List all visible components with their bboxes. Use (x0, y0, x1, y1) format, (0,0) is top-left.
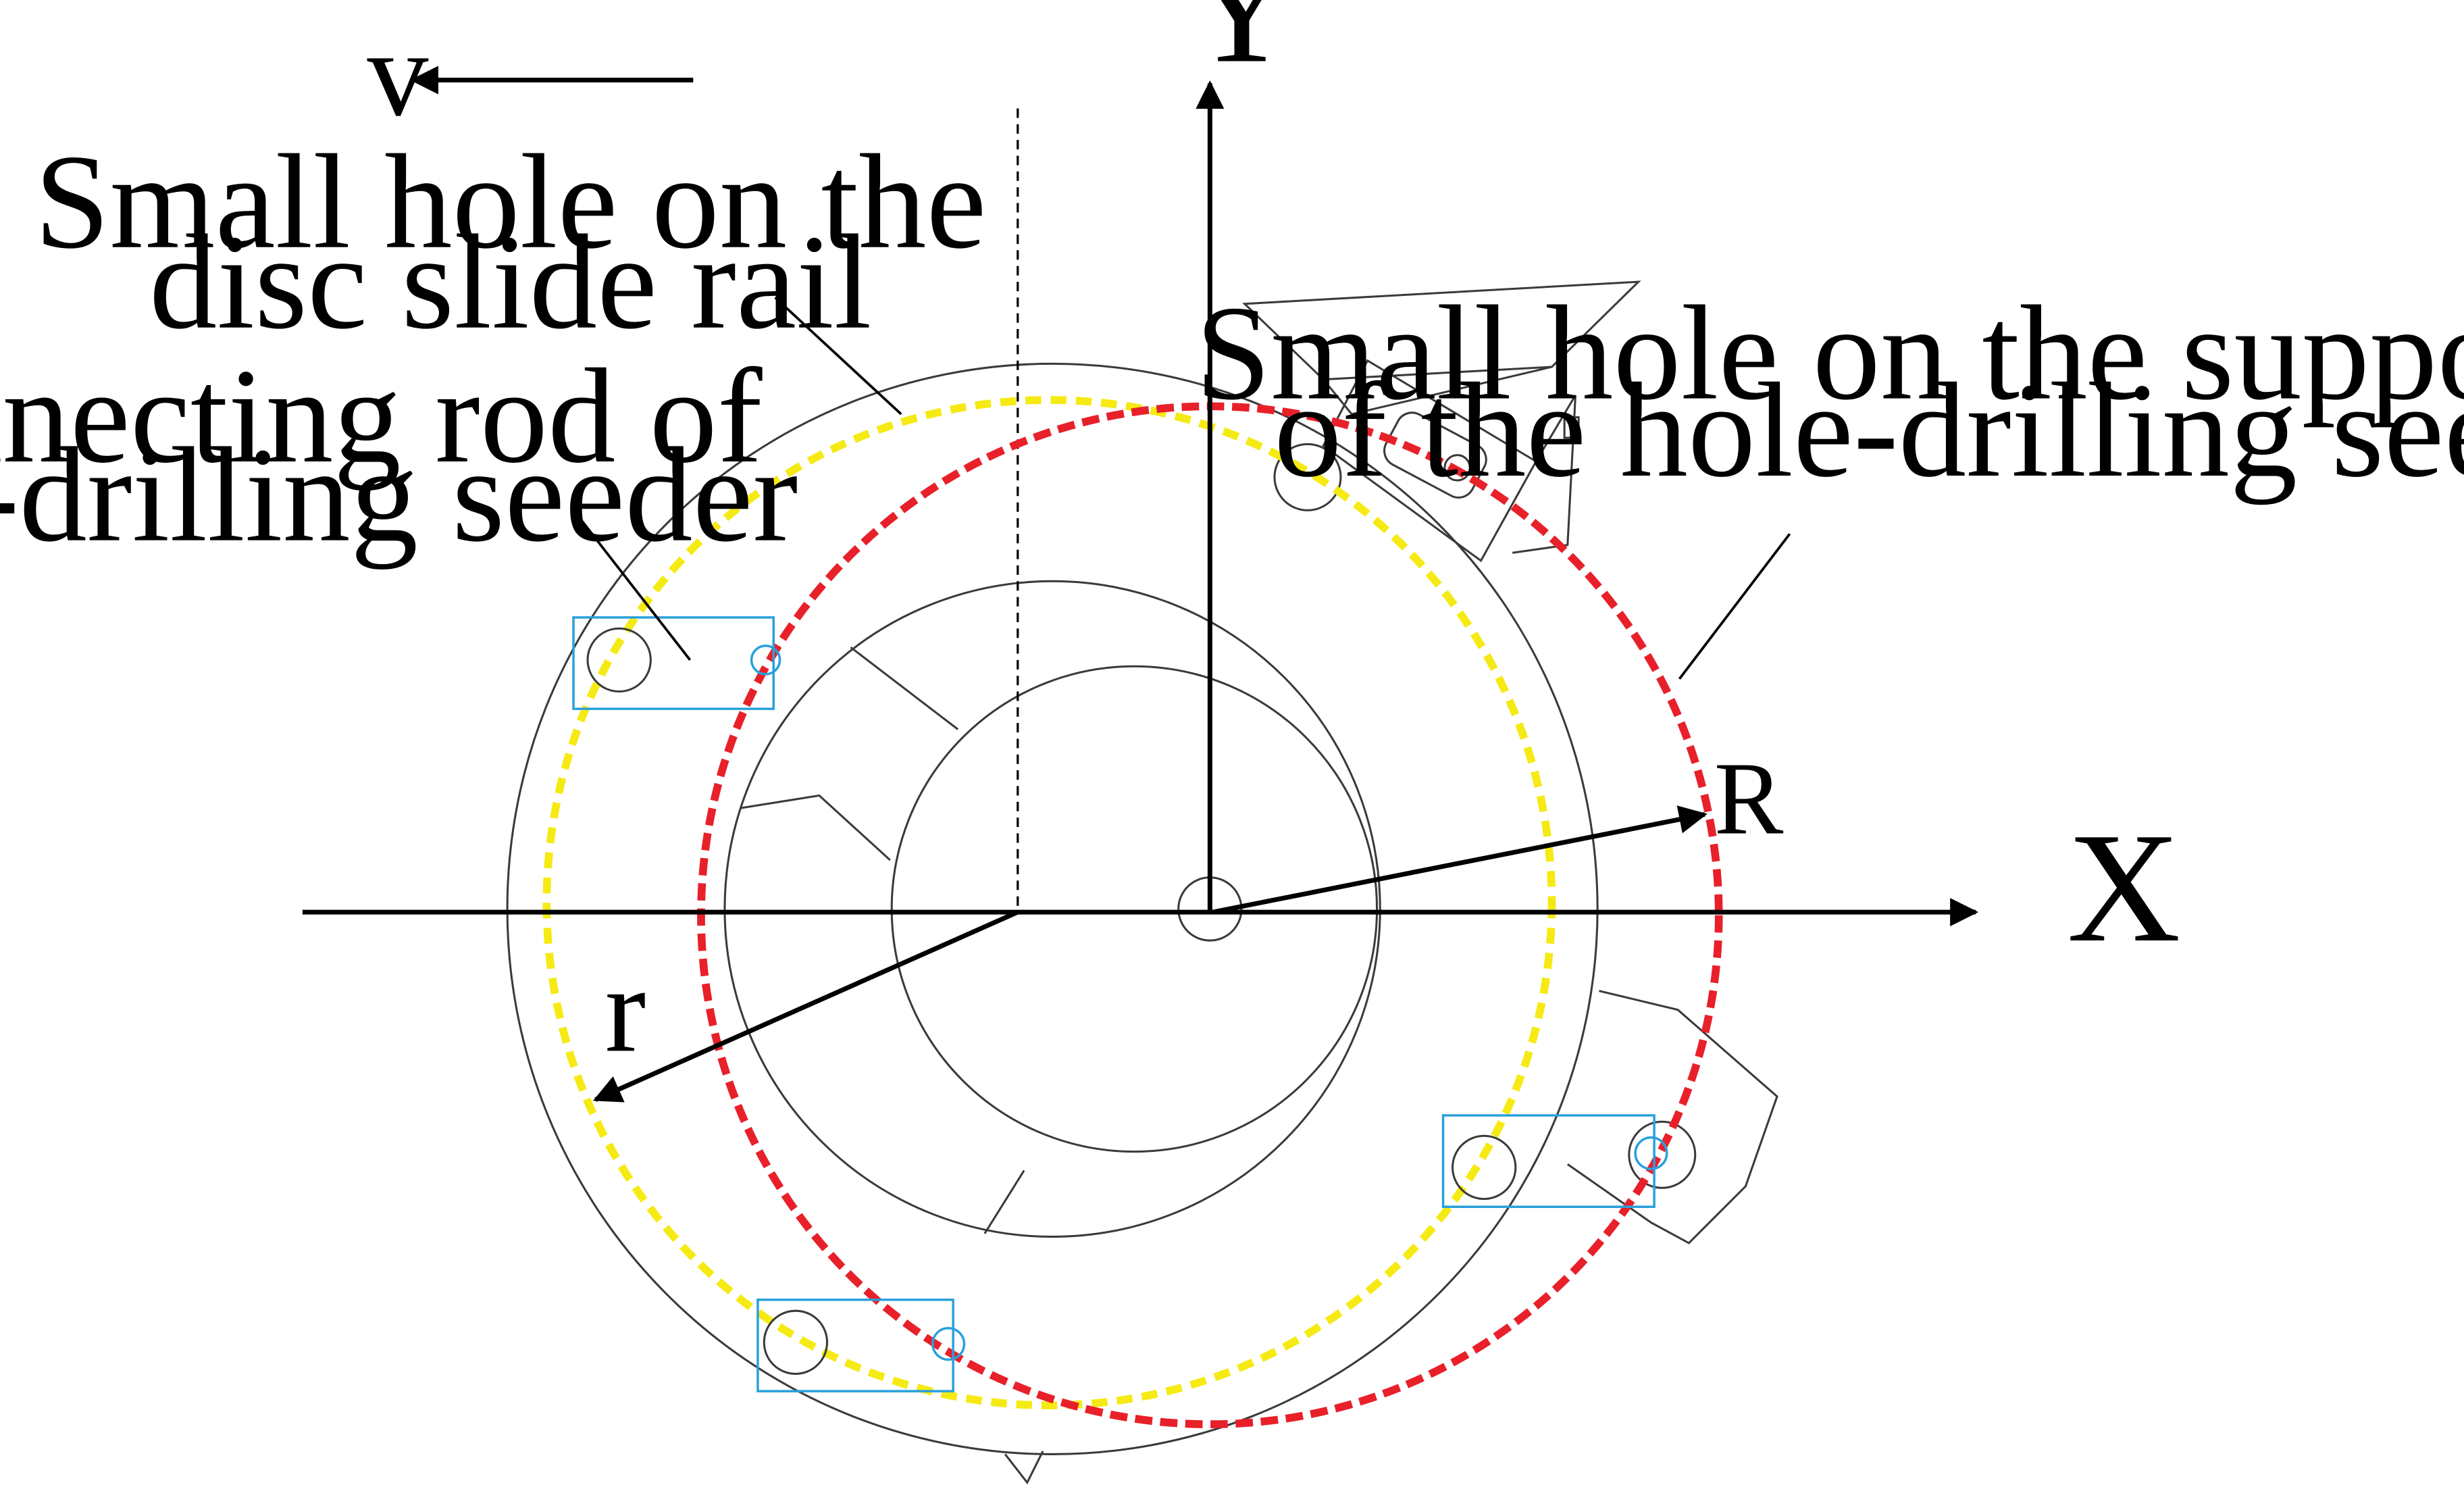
leader-connecting-rod (578, 517, 692, 661)
hopper-neck (1323, 366, 1552, 415)
plate-hole-label-line1: Small hole on the support plate (1196, 278, 2464, 428)
lower-bracket-arm (1566, 990, 1778, 1244)
lower-bracket-hole (1628, 1120, 1697, 1189)
outer-housing-ring (506, 362, 1599, 1455)
upper-bracket-hole (1273, 443, 1342, 511)
disc-hole-label-line2: disc slide rail (149, 207, 872, 357)
radius-r-arrow (592, 909, 1019, 1103)
seeder-housing (506, 280, 1778, 1485)
upper-bracket-slot (1383, 411, 1487, 499)
leader-lines (578, 297, 1791, 680)
velocity-label: v (367, 6, 428, 142)
bottom-tab (1004, 1451, 1044, 1485)
upper-bracket-side (1512, 395, 1576, 554)
hopper-tab (1563, 416, 1580, 439)
connecting-rod-label-line1: Connecting rod of (0, 341, 763, 491)
plate-hole-label-line2: of the hole-drilling seeder (1274, 355, 2464, 505)
connecting-rod-label-line2: hole-drilling seeder (0, 420, 798, 570)
connecting-rod-left (572, 616, 781, 710)
upper-bracket-plate (1322, 359, 1538, 563)
upper-bracket-pin (1443, 454, 1471, 482)
connecting-rod-right (1441, 1114, 1668, 1208)
disc-hole-label-line1: Small hole on the (34, 127, 986, 277)
radius-R-label: R (1714, 741, 1784, 856)
slide-rail-path-circle (542, 396, 1556, 1409)
radius-r-label: r (605, 942, 646, 1078)
radius-R-arrow (1212, 805, 1708, 915)
connecting-rod-bottom (756, 1299, 966, 1392)
housing-spoke-upper (850, 647, 959, 730)
inner-disc-ring (890, 665, 1379, 1153)
housing-spoke-left (740, 794, 891, 861)
y-axis-label: Y (1185, 0, 1298, 96)
housing-spoke-lower (983, 1169, 1025, 1234)
x-axis-label: X (2067, 801, 2180, 975)
leader-disc-hole (774, 297, 902, 415)
leader-plate-hole (1678, 533, 1791, 680)
connecting-rods (572, 616, 1668, 1392)
inner-housing-ring (723, 580, 1381, 1238)
